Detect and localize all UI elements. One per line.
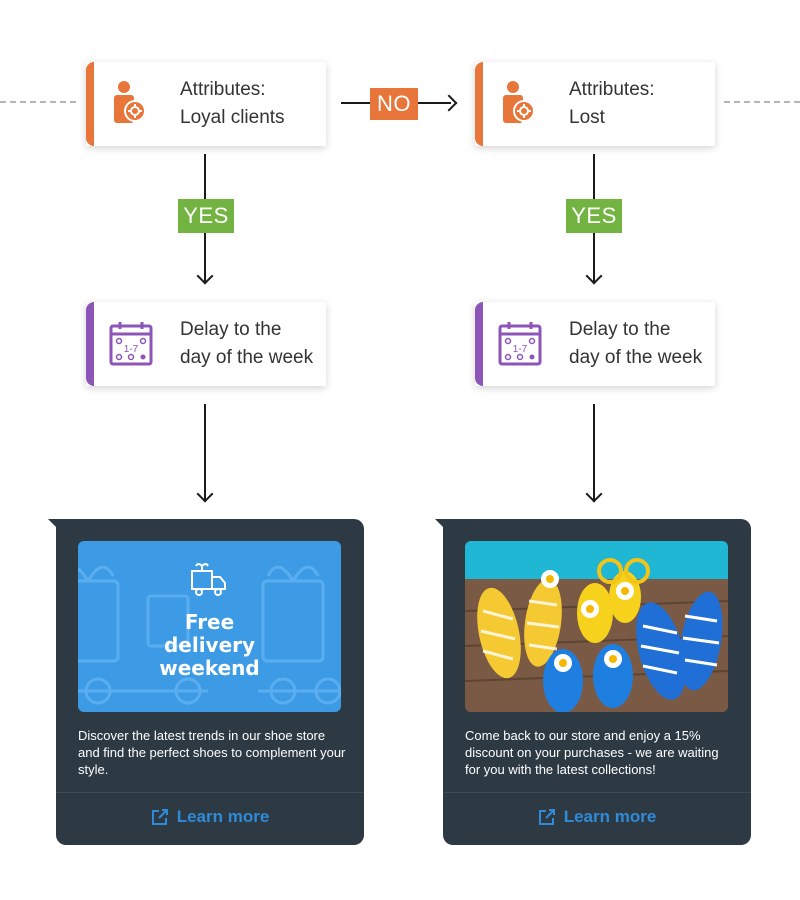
flip-flops-illustration (465, 541, 728, 712)
node-accent-bar (86, 302, 94, 386)
delay-node-text: Delay to the day of the week (180, 319, 314, 368)
calendar-icon: 1-7 (498, 322, 542, 366)
delay-node-text: Delay to the day of the week (569, 319, 703, 368)
delay-to-card-left-line (204, 404, 206, 500)
delivery-truck-icon (191, 563, 226, 596)
no-label: NO (370, 88, 418, 120)
card-tail (48, 519, 60, 531)
promo-background-pattern (78, 565, 341, 705)
delay-to-card-right-line (593, 404, 595, 500)
node-accent-bar (475, 302, 483, 386)
yes-connector-right-arrowhead (585, 267, 603, 285)
message-card-right: Come back to our store and enjoy a 15% d… (435, 519, 751, 845)
node-accent-bar (86, 62, 94, 146)
attribute-node-text: Attributes: Loyal clients (180, 79, 285, 128)
card-divider (443, 792, 751, 793)
message-card-left: Free delivery weekend Discover the lates… (48, 519, 364, 845)
card-description: Discover the latest trends in our shoe s… (78, 728, 346, 777)
external-link-icon (151, 809, 168, 825)
learn-more-button[interactable]: Learn more (56, 803, 364, 831)
card-divider (56, 792, 364, 793)
calendar-icon-text: 1-7 (124, 344, 139, 355)
person-gear-icon (503, 81, 535, 123)
attribute-node-lost[interactable]: Attributes: Lost (475, 62, 715, 146)
attribute-node-loyal-clients[interactable]: Attributes: Loyal clients (86, 62, 326, 146)
external-link-icon (538, 809, 555, 825)
yes-label-left: YES (178, 199, 234, 233)
promo-banner: Free delivery weekend (78, 541, 341, 712)
delay-node-left[interactable]: 1-7 Delay to the day of the week (86, 302, 326, 386)
card-tail (435, 519, 447, 531)
calendar-icon: 1-7 (109, 322, 153, 366)
delay-to-card-right-arrowhead (585, 485, 603, 503)
dashed-connector-right (724, 101, 800, 103)
attribute-node-text: Attributes: Lost (569, 79, 655, 128)
person-gear-icon (114, 81, 146, 123)
learn-more-label: Learn more (563, 807, 657, 826)
learn-more-label: Learn more (176, 807, 270, 826)
delay-node-right[interactable]: 1-7 Delay to the day of the week (475, 302, 715, 386)
yes-label-right: YES (566, 199, 622, 233)
promo-title: Free delivery weekend (159, 610, 260, 680)
no-connector-arrowhead (440, 94, 458, 112)
card-description: Come back to our store and enjoy a 15% d… (465, 728, 719, 777)
yes-connector-left-arrowhead (196, 267, 214, 285)
dashed-connector-left (0, 101, 76, 103)
learn-more-button[interactable]: Learn more (443, 803, 751, 831)
node-accent-bar (475, 62, 483, 146)
delay-to-card-left-arrowhead (196, 485, 214, 503)
calendar-icon-text: 1-7 (513, 344, 528, 355)
flip-flops-photo (465, 541, 728, 712)
